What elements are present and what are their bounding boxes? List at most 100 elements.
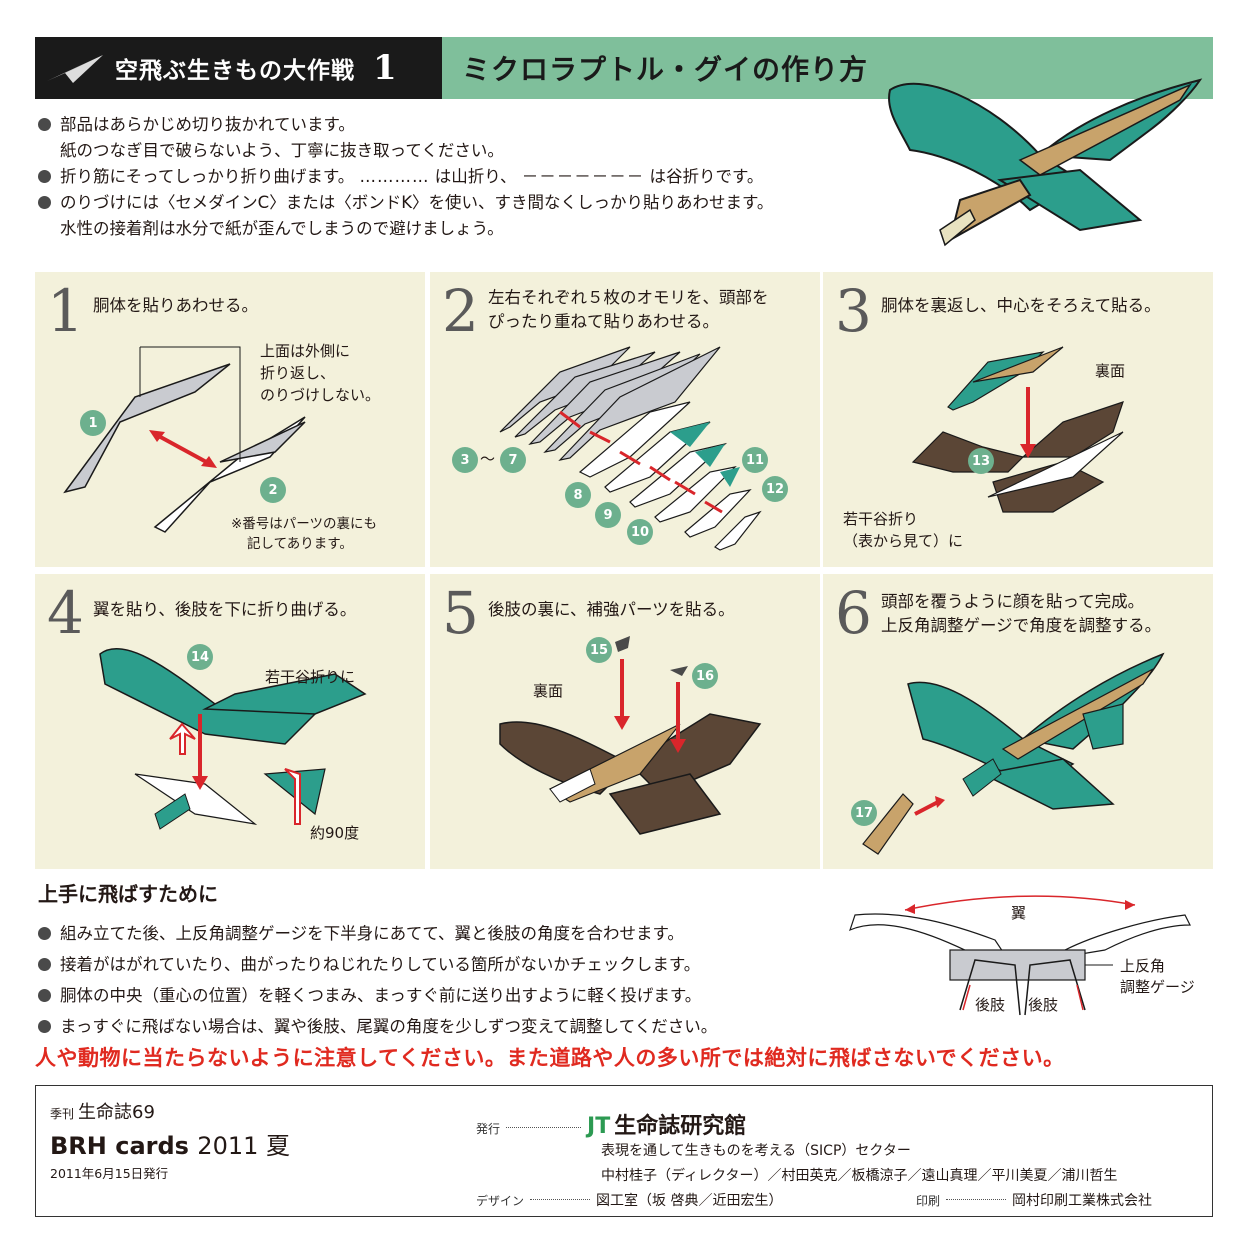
bullet-icon	[38, 927, 51, 940]
leader-dots	[530, 1198, 591, 1200]
brh-label: BRH cards	[50, 1132, 189, 1160]
part-badge: 16	[692, 663, 718, 689]
reinforcement-illustration	[499, 636, 762, 835]
slight-valley-fold-label: 若干谷折り （表から見て）に	[843, 508, 963, 552]
gauge-title-label: 上反角	[1120, 957, 1166, 975]
bullet-icon	[38, 118, 51, 131]
step-text: 後肢の裏に、補強パーツを貼る。	[488, 600, 735, 619]
gauge-wing-label: 翼	[1011, 904, 1027, 922]
step-text: 左右それぞれ５枚のオモリを、頭部を ぴったり重ねて貼りあわせる。	[488, 286, 769, 334]
note-text: 水性の接着剤は水分で紙が歪んでしまうので避けましょう。	[60, 219, 504, 238]
step-number: 1	[47, 277, 84, 345]
step-2-panel: 2 左右それぞれ５枚のオモリを、頭部を ぴったり重ねて貼りあわせる。 3 ～ 7…	[430, 272, 820, 567]
print-label: 印刷	[916, 1194, 941, 1208]
header: 空飛ぶ生きもの大作戦 1 ミクロラプトル・グイの作り方	[35, 37, 1213, 99]
print-row: 印刷 岡村印刷工業株式会社	[916, 1190, 1152, 1210]
note-text: 部品はあらかじめ切り抜かれています。	[60, 115, 355, 134]
step1-note: ※番号はパーツの裏にも 記してあります。	[231, 514, 377, 554]
tips-list: 組み立てた後、上反角調整ゲージを下半身にあてて、翼と後肢の角度を合わせます。 接…	[38, 918, 858, 1042]
label-line: （表から見て）に	[843, 532, 964, 550]
label-line: 折り返し、	[260, 364, 336, 382]
part-badge: 3	[452, 447, 478, 473]
bullet-icon	[38, 196, 51, 209]
step-number: 4	[47, 579, 84, 647]
bullet-icon	[38, 170, 51, 183]
staff-list: 中村桂子（ディレクター）／村田英克／板橋涼子／遠山真理／平川美夏／浦川哲生	[601, 1168, 1118, 1184]
note-fragment: は山折り、	[434, 167, 517, 186]
designer-name: 図工室（坂 啓典／近田宏生）	[596, 1193, 783, 1209]
step-number: 6	[835, 579, 872, 647]
season-label: 季刊	[50, 1107, 75, 1121]
note-text: のりづけには〈セメダインC〉または〈ボンドK〉を使い、すき間なくしっかり貼りあわ…	[60, 193, 774, 212]
step-text: 頭部を覆うように顔を貼って完成。 上反角調整ゲージで角度を調整する。	[881, 590, 1161, 638]
gauge-leg-label: 後肢	[1028, 996, 1059, 1014]
issue-date: 2011年6月15日発行	[50, 1166, 169, 1181]
step-text-line: 左右それぞれ５枚のオモリを、頭部を	[488, 288, 769, 307]
note-line: 記してあります。	[247, 536, 353, 552]
bullet-icon	[38, 989, 51, 1002]
tip-item: まっすぐに飛ばない場合は、翼や後肢、尾翼の角度を少しずつ変えて調整してください。	[60, 1017, 718, 1036]
part-badge: 15	[586, 637, 612, 663]
step-text: 翼を貼り、後肢を下に折り曲げる。	[93, 600, 357, 619]
leader-dots	[506, 1126, 582, 1128]
note-line: ※番号はパーツの裏にも	[231, 516, 378, 532]
part-badge: 2	[260, 477, 286, 503]
label-line: のりづけしない。	[260, 386, 381, 404]
completed-model-illustration	[862, 652, 1165, 855]
angle-label: 約90度	[310, 824, 360, 842]
organization-name: 生命誌研究館	[614, 1114, 747, 1139]
tip-item: 接着がはがれていたり、曲がったりねじれたりしている箇所がないかチェックします。	[60, 955, 701, 974]
header-series-block: 空飛ぶ生きもの大作戦 1	[35, 37, 442, 99]
part-badge: 11	[742, 447, 768, 473]
step-4-panel: 4 翼を貼り、後肢を下に折り曲げる。 若干谷折りに 約90度 14	[35, 574, 425, 869]
label-line: 上面は外側に	[260, 342, 351, 360]
note-fragment: 折り筋にそってしっかり折り曲げます。	[60, 167, 355, 186]
leader-dots	[946, 1198, 1007, 1200]
issue-year: 2011 夏	[197, 1132, 291, 1160]
range-tilde: ～	[480, 450, 496, 468]
step-3-panel: 3 胴体を裏返し、中心をそろえて貼る。 裏面 若干谷折り （表から見て）に 13	[823, 272, 1213, 567]
page-title: ミクロラプトル・グイの作り方	[462, 53, 869, 86]
bullet-icon	[38, 1020, 51, 1033]
bullet-icon	[38, 958, 51, 971]
wing-attach-illustration	[99, 648, 367, 830]
header-title-block: ミクロラプトル・グイの作り方	[442, 37, 1213, 99]
magazine-name: 生命誌69	[78, 1102, 155, 1123]
note-text: 紙のつなぎ目で破らないよう、丁寧に抜き取ってください。	[60, 141, 504, 160]
tip-item: 胴体の中央（重心の位置）を軽くつまみ、まっすぐ前に送り出すように軽く投げます。	[60, 986, 702, 1005]
series-title: 空飛ぶ生きもの大作戦	[115, 58, 355, 84]
note-fragment: は谷折りです。	[649, 167, 764, 186]
publication-info: 季刊生命誌69 BRH cards 2011 夏 2011年6月15日発行	[50, 1098, 290, 1182]
weights-illustration	[499, 346, 762, 551]
valley-fold-sample: －－－－－－－	[521, 167, 645, 186]
tips-title: 上手に飛ばすために	[38, 882, 218, 906]
part-badge: 14	[187, 644, 213, 670]
printer-name: 岡村印刷工業株式会社	[1012, 1193, 1153, 1209]
step-number: 2	[442, 277, 479, 345]
microraptor-hero-illustration	[880, 60, 1220, 260]
safety-warning: 人や動物に当たらないように注意してください。また道路や人の多い所では絶対に飛ばさ…	[35, 1046, 1065, 1070]
gauge-leg-label: 後肢	[975, 996, 1006, 1014]
step1-label: 上面は外側に 折り返し、 のりづけしない。	[260, 340, 380, 406]
note-text: 折り筋にそってしっかり折り曲げます。 ………… は山折り、 －－－－－－－ は谷…	[60, 164, 763, 190]
slight-valley-fold-label: 若干谷折りに	[265, 668, 356, 686]
publisher-label: 発行	[476, 1122, 501, 1136]
dihedral-gauge-diagram: 翼 後肢 後肢 上反角 調整ゲージ	[845, 890, 1220, 1030]
step-text: 胴体を裏返し、中心をそろえて貼る。	[881, 296, 1161, 315]
part-badge: 9	[595, 502, 621, 528]
step-text: 胴体を貼りあわせる。	[93, 296, 258, 315]
back-side-label: 裏面	[1095, 362, 1126, 380]
part-badge: 10	[627, 519, 653, 545]
body-parts-illustration	[63, 346, 306, 533]
step-5-panel: 5 後肢の裏に、補強パーツを貼る。 裏面 15 16	[430, 574, 820, 869]
paper-plane-icon	[35, 37, 115, 99]
design-label: デザイン	[476, 1194, 525, 1208]
instructions-notes: 部品はあらかじめ切り抜かれています。 紙のつなぎ目で破らないよう、丁寧に抜き取っ…	[38, 112, 888, 242]
gauge-title-label: 調整ゲージ	[1120, 978, 1195, 996]
section-name: 表現を通して生きものを考える（SICP）セクター	[601, 1143, 911, 1159]
step-1-panel: 1 胴体を貼りあわせる。 上面は外側に 折り返し、 のりづけしない。 ※番号はパ…	[35, 272, 425, 567]
part-badge: 8	[565, 482, 591, 508]
step-text-line: 上反角調整ゲージで角度を調整する。	[881, 616, 1162, 635]
step-text-line: 頭部を覆うように顔を貼って完成。	[881, 592, 1145, 611]
